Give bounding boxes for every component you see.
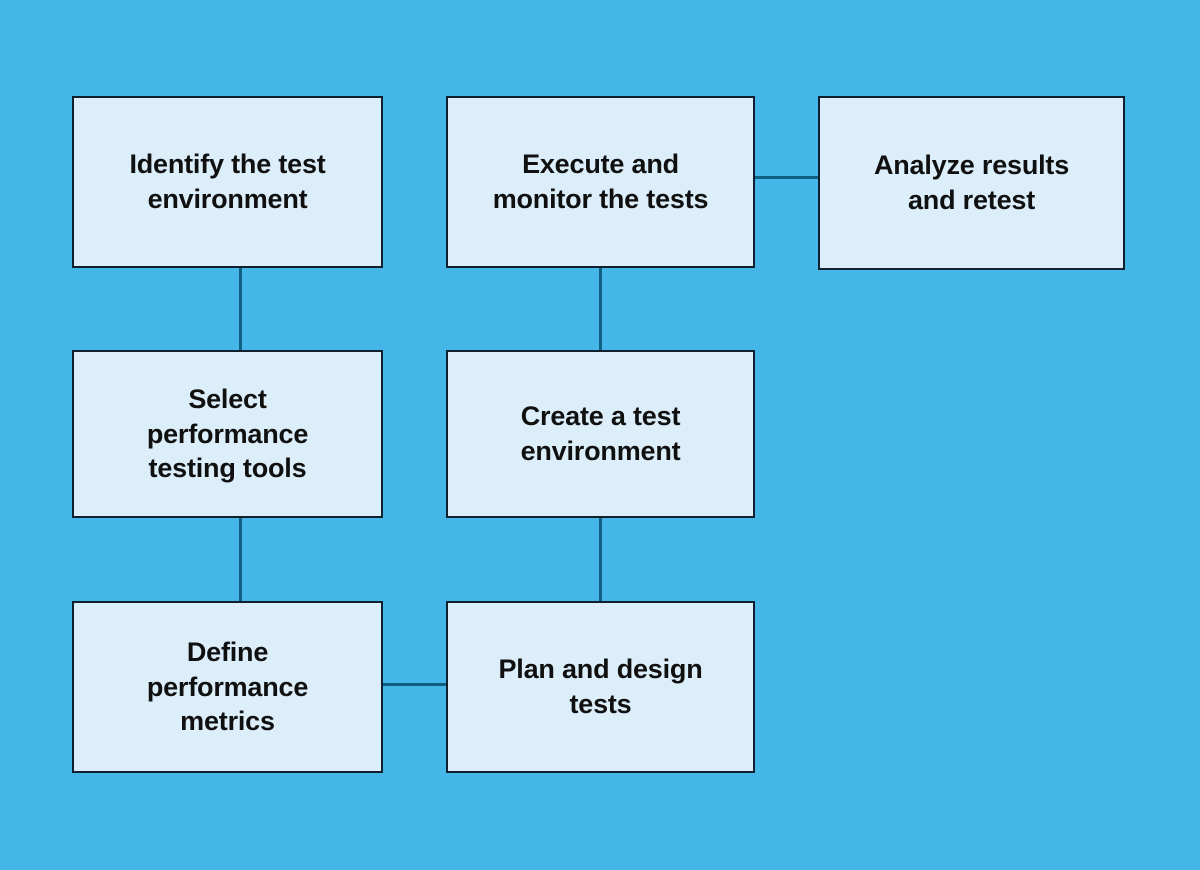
connector-create-to-plan [599,516,602,603]
connector-select-to-define [239,516,242,603]
node-execute-monitor-tests[interactable]: Execute and monitor the tests [446,96,755,268]
node-label: Plan and design tests [498,654,703,719]
node-select-performance-testing-tools[interactable]: Select performance testing tools [72,350,383,518]
node-label: Create a test environment [520,401,681,466]
node-analyze-results-retest[interactable]: Analyze results and retest [818,96,1125,270]
node-label: Select performance testing tools [146,384,309,484]
node-label: Define performance metrics [146,637,309,737]
connector-define-to-plan [381,683,448,686]
node-plan-and-design-tests[interactable]: Plan and design tests [446,601,755,773]
node-define-performance-metrics[interactable]: Define performance metrics [72,601,383,773]
node-label: Identify the test environment [129,149,326,214]
node-label: Execute and monitor the tests [492,149,709,214]
connector-execute-to-analyze [753,176,820,179]
connector-execute-to-create [599,266,602,352]
node-identify-test-environment[interactable]: Identify the test environment [72,96,383,268]
node-create-test-environment[interactable]: Create a test environment [446,350,755,518]
connector-identify-to-select [239,266,242,352]
node-label: Analyze results and retest [873,150,1070,215]
